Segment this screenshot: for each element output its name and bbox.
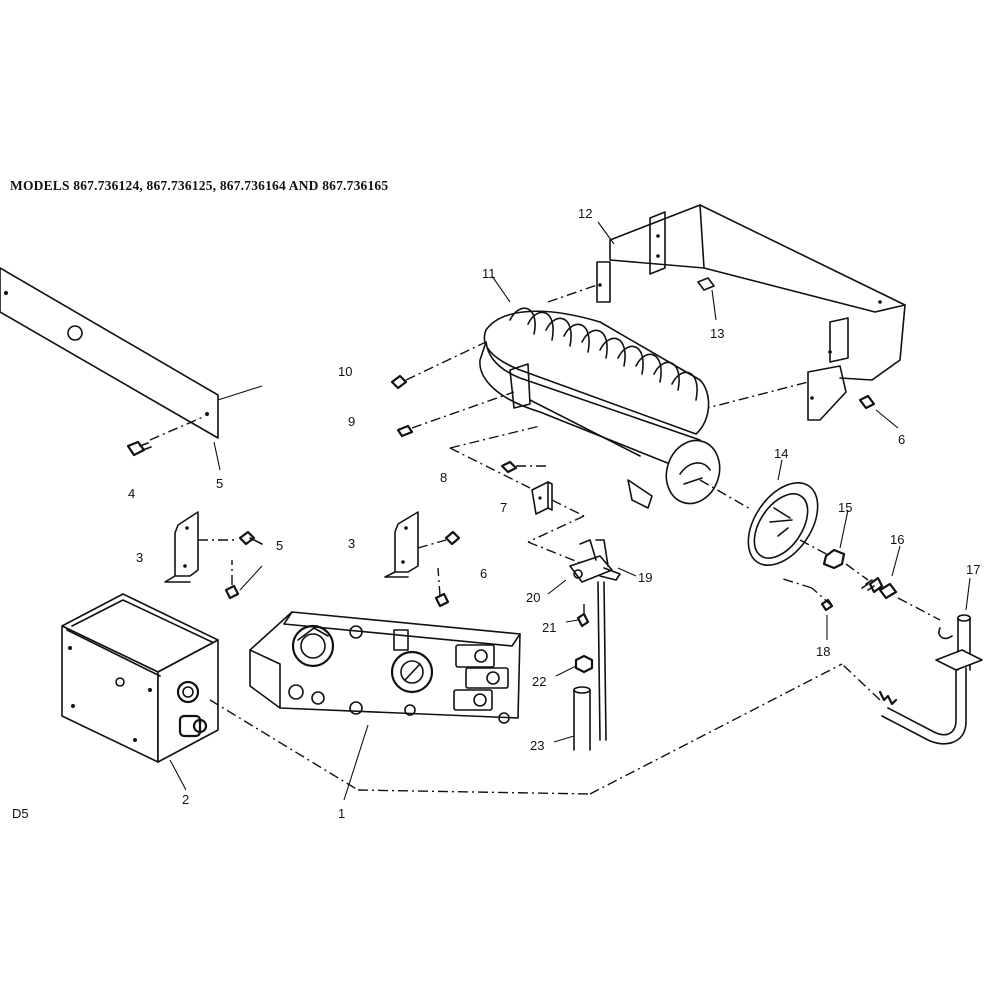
gas-valve-part-1 [249, 611, 521, 801]
screw-part-6-middle [434, 530, 461, 608]
diagram-title: MODELS 867.736124, 867.736125, 867.73616… [10, 178, 388, 193]
callout-6-middle: 6 [480, 566, 487, 581]
callout-9: 9 [348, 414, 355, 429]
callout-14: 14 [774, 446, 788, 461]
callout-10: 10 [338, 364, 352, 379]
callout-22: 22 [532, 674, 546, 689]
screw-lower-left [224, 560, 263, 600]
burner-part-11 [479, 275, 753, 511]
callout-8: 8 [440, 470, 447, 485]
orifice-disk-part-14 [747, 459, 831, 567]
callout-17: 17 [966, 562, 980, 577]
callout-16: 16 [890, 532, 904, 547]
callout-5-bracket: 5 [276, 538, 283, 553]
callout-18: 18 [816, 644, 830, 659]
control-box-part-2 [61, 593, 219, 791]
screw-part-4 [126, 416, 204, 457]
callout-21: 21 [542, 620, 556, 635]
part-22 [555, 654, 594, 677]
screw-part-8 [449, 425, 546, 489]
tube-part-23 [553, 686, 591, 751]
screw-part-5 [213, 441, 221, 471]
callout-4: 4 [128, 486, 135, 501]
callout-23: 23 [530, 738, 544, 753]
callout-11: 11 [482, 266, 496, 281]
chassis-part-12 [547, 204, 906, 421]
callout-7: 7 [500, 500, 507, 515]
page-code: D5 [12, 806, 29, 821]
callout-19: 19 [638, 570, 652, 585]
screw-part-5-left [238, 530, 263, 546]
callout-3-middle: 3 [348, 536, 355, 551]
pilot-tube-part-17 [841, 577, 983, 745]
pilot-assembly-part-19-20 [547, 539, 637, 741]
fitting-part-15 [822, 509, 869, 581]
bracket-part-7 [527, 481, 589, 567]
fitting-part-16 [861, 545, 941, 621]
callout-20: 20 [526, 590, 540, 605]
callout-5-panel: 5 [216, 476, 223, 491]
callout-12: 12 [578, 206, 592, 221]
screw-part-10 [390, 341, 487, 390]
part-21 [565, 604, 590, 628]
left-shield-panel [0, 267, 263, 439]
callout-2: 2 [182, 792, 189, 807]
callout-3-left: 3 [136, 550, 143, 565]
screw-part-9 [396, 391, 515, 438]
screw-part-18 [779, 577, 834, 640]
screw-part-6-right [858, 394, 899, 429]
callout-6-right: 6 [898, 432, 905, 447]
callout-15: 15 [838, 500, 852, 515]
bracket-part-3-middle [384, 511, 447, 578]
callout-13: 13 [710, 326, 724, 341]
callout-1: 1 [338, 806, 345, 821]
bracket-part-3-left [164, 511, 238, 583]
